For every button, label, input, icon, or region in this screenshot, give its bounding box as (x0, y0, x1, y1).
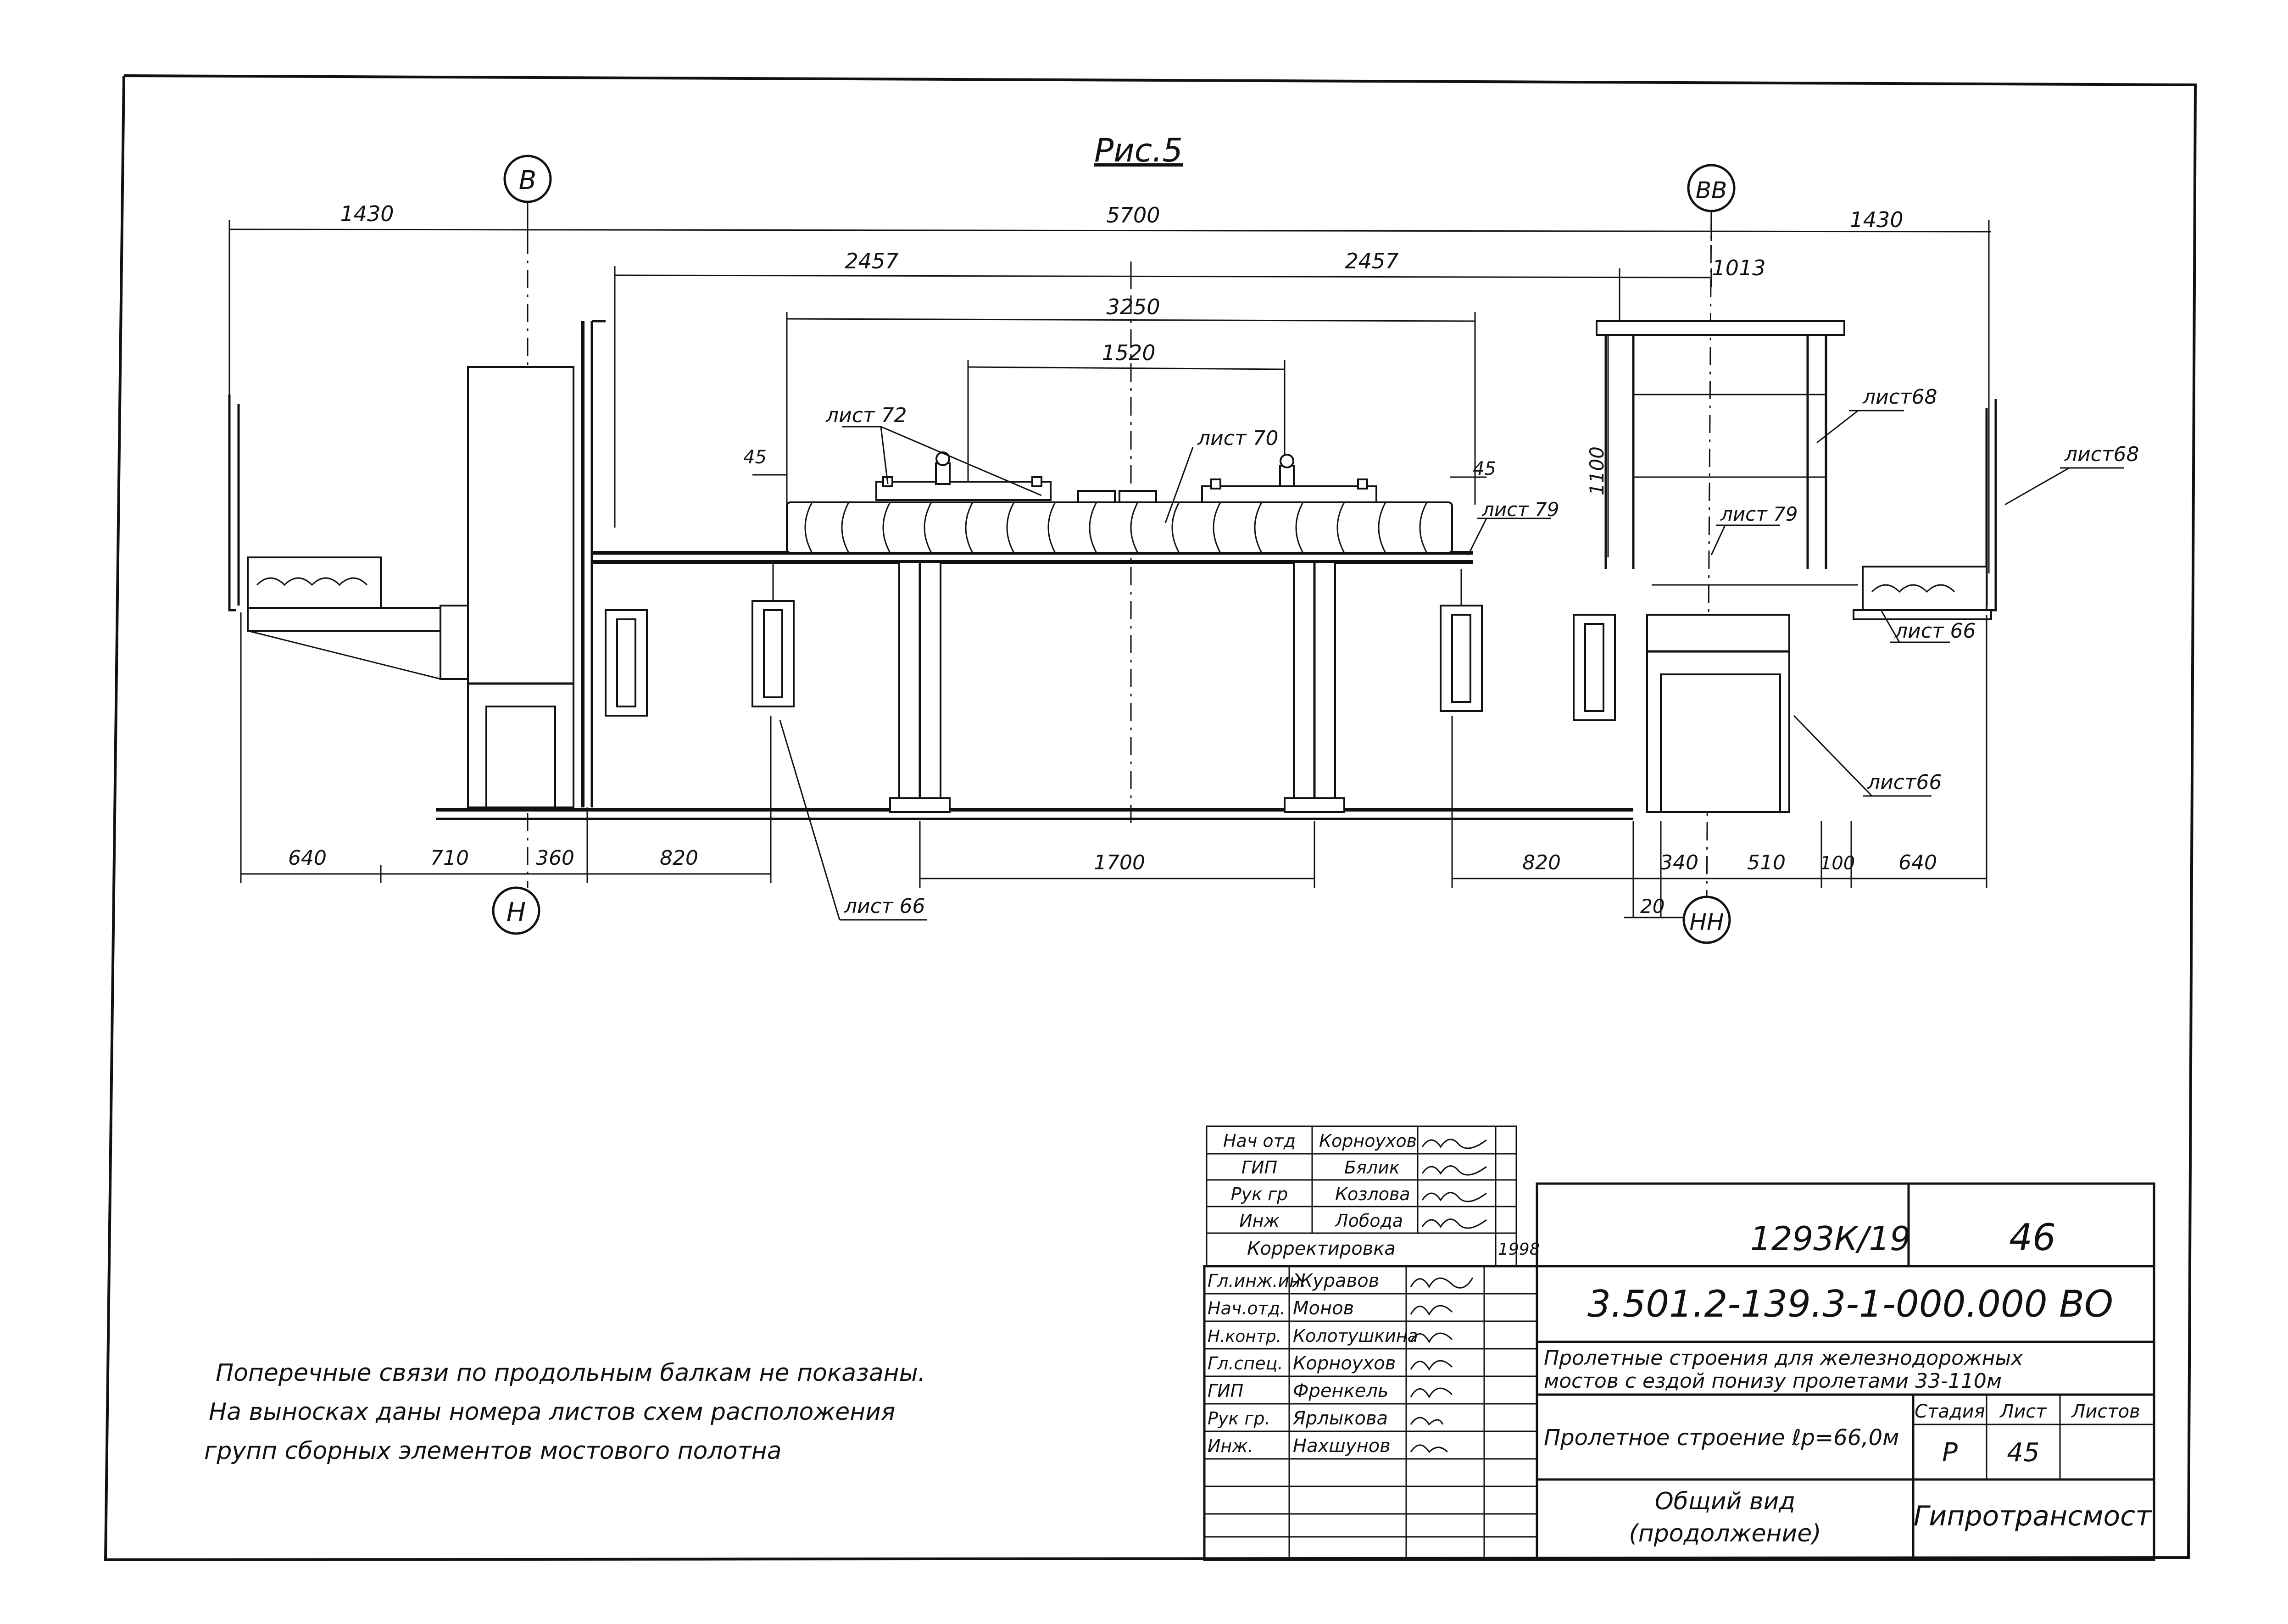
project-title-line-2: мостов с ездой понизу пролетами 33-110м (1544, 1369, 2002, 1393)
axis-label-top-left: В (519, 166, 536, 195)
archive-number: 1293К/19 (1750, 1219, 1911, 1258)
axis-label-top-right: ВВ (1696, 177, 1727, 204)
left-main-truss (467, 320, 606, 808)
stringers (889, 561, 1345, 813)
dim-bottom-10: 640 (1898, 851, 1937, 874)
sig-name-1: Журавов (1292, 1270, 1379, 1291)
corr-label: Корректировка (1247, 1238, 1396, 1259)
callout-list68a: лист68 (1862, 385, 1937, 409)
callout-list68b: лист68 (2064, 443, 2139, 466)
stage-value: Р (1942, 1438, 1958, 1468)
correction-block: Нач отд Корноухов ГИП Бялик Рук гр Козло… (1206, 1125, 1540, 1267)
left-walkway (228, 395, 469, 680)
organization: Гипротрансмост (1914, 1500, 2152, 1532)
corr-role-2: ГИП (1241, 1157, 1277, 1178)
hangers (605, 564, 1616, 721)
sheet-number-top: 46 (2009, 1216, 2056, 1259)
corr-role-3: Рук гр (1231, 1184, 1288, 1204)
sig-role-2: Нач.отд. (1208, 1298, 1286, 1318)
corr-name-3: Козлова (1335, 1184, 1410, 1204)
dim-bottom-1: 640 (288, 846, 327, 870)
note-line-1: Поперечные связи по продольным балкам не… (216, 1359, 925, 1387)
dim-third: 3250 (1106, 295, 1160, 319)
callouts: лист 72 лист 70 лист 79 лист 79 лист68 л… (779, 385, 2139, 921)
corr-name-4: Лобода (1334, 1211, 1403, 1231)
stage-header: Стадия (1915, 1401, 1985, 1422)
structure-title: Пролетное строение ℓр=66,0м (1544, 1425, 1899, 1451)
drawing-title-line-1: Общий вид (1655, 1488, 1796, 1515)
callout-list66b: лист66 (1867, 771, 1942, 794)
dim-bottom-9: 100 (1820, 853, 1855, 874)
cross-section-drawing: В ВВ Н НН 1430 5700 1430 2457 (228, 155, 2139, 944)
title-block: Нач отд Корноухов ГИП Бялик Рук гр Козло… (1203, 1125, 2155, 1561)
dim-bottom-5: 1700 (1094, 851, 1145, 874)
title-block-main (1536, 1182, 2155, 1561)
dim-fourth: 1520 (1102, 340, 1155, 365)
dim-vertical: 1100 (1586, 446, 1608, 495)
sig-name-7: Нахшунов (1293, 1435, 1391, 1457)
sig-name-2: Монов (1293, 1298, 1354, 1319)
dim-second-left: 2457 (845, 249, 898, 273)
corr-name-1: Корноухов (1319, 1131, 1417, 1151)
drawing-title-line-2: (продолжение) (1629, 1520, 1821, 1547)
sheet-value: 45 (2007, 1438, 2039, 1468)
callout-list79b: лист 79 (1720, 503, 1798, 525)
document-code: 3.501.2-139.3-1-000.000 ВО (1587, 1283, 2113, 1325)
signature-grid (1203, 1265, 1538, 1561)
sig-role-4: Гл.спец. (1208, 1353, 1283, 1374)
rail-fastenings (875, 451, 1377, 503)
right-main-truss (1596, 320, 1858, 813)
dim-bottom-4: 820 (660, 846, 698, 870)
dim-top-right: 1430 (1849, 207, 1903, 232)
sig-name-3: Колотушкина (1293, 1326, 1418, 1346)
dim-bottom-3: 360 (536, 846, 574, 870)
signature-scribbles (1410, 1277, 1474, 1453)
corr-year: 1998 (1498, 1240, 1540, 1259)
deck-structure (228, 320, 1997, 820)
callout-list79a: лист 79 (1481, 498, 1559, 521)
dim-bottom-8: 510 (1747, 851, 1786, 874)
sig-role-1: Гл.инж.ин. (1208, 1271, 1306, 1291)
dim-bottom-7: 340 (1660, 851, 1698, 874)
bottom-dimensions: 640 710 360 820 1700 820 340 510 100 640… (240, 612, 1987, 918)
callout-list70: лист 70 (1197, 427, 1279, 450)
dim-bottom-extra: 20 (1640, 895, 1665, 918)
axis-label-bottom-left: Н (507, 897, 526, 927)
sig-role-6: Рук гр. (1208, 1408, 1270, 1429)
project-title-line-1: Пролетные строения для железнодорожных (1544, 1346, 2023, 1370)
notes: Поперечные связи по продольным балкам не… (204, 1359, 925, 1465)
dim-small-right: 45 (1473, 458, 1496, 479)
correction-signatures (1421, 1139, 1487, 1229)
note-line-3: групп сборных элементов мостового полотн… (204, 1437, 782, 1465)
dim-bottom-6: 820 (1522, 851, 1561, 874)
axis-label-bottom-right: НН (1689, 909, 1724, 935)
dim-second-right: 2457 (1345, 249, 1398, 273)
sig-role-3: Н.контр. (1208, 1327, 1281, 1346)
sig-name-5: Френкель (1293, 1380, 1389, 1402)
figure-title: Рис.5 (1094, 132, 1183, 169)
sig-role-5: ГИП (1208, 1381, 1243, 1401)
sig-role-7: Инж. (1208, 1436, 1253, 1456)
callout-list66c: лист 66 (844, 895, 925, 918)
dim-small-left: 45 (743, 447, 767, 468)
sheet-frame (104, 74, 2197, 1562)
dim-bottom-2: 710 (430, 846, 469, 870)
dim-top-center: 5700 (1106, 203, 1160, 228)
sheet-header: Лист (1999, 1401, 2047, 1422)
right-walkway (1853, 399, 1997, 620)
callout-list66a: лист 66 (1894, 619, 1976, 643)
sheets-header: Листов (2071, 1401, 2140, 1422)
corr-role-4: Инж (1239, 1211, 1280, 1231)
callout-list72: лист 72 (825, 404, 907, 427)
sig-name-6: Ярлыкова (1292, 1408, 1388, 1429)
corr-role-1: Нач отд (1223, 1131, 1296, 1151)
dim-top-left: 1430 (340, 201, 394, 226)
sig-name-4: Корноухов (1293, 1353, 1396, 1374)
corr-name-2: Бялик (1344, 1157, 1400, 1178)
dim-second-far-right: 1013 (1712, 256, 1765, 280)
note-line-2: На выносках даны номера листов схем расп… (209, 1398, 895, 1426)
